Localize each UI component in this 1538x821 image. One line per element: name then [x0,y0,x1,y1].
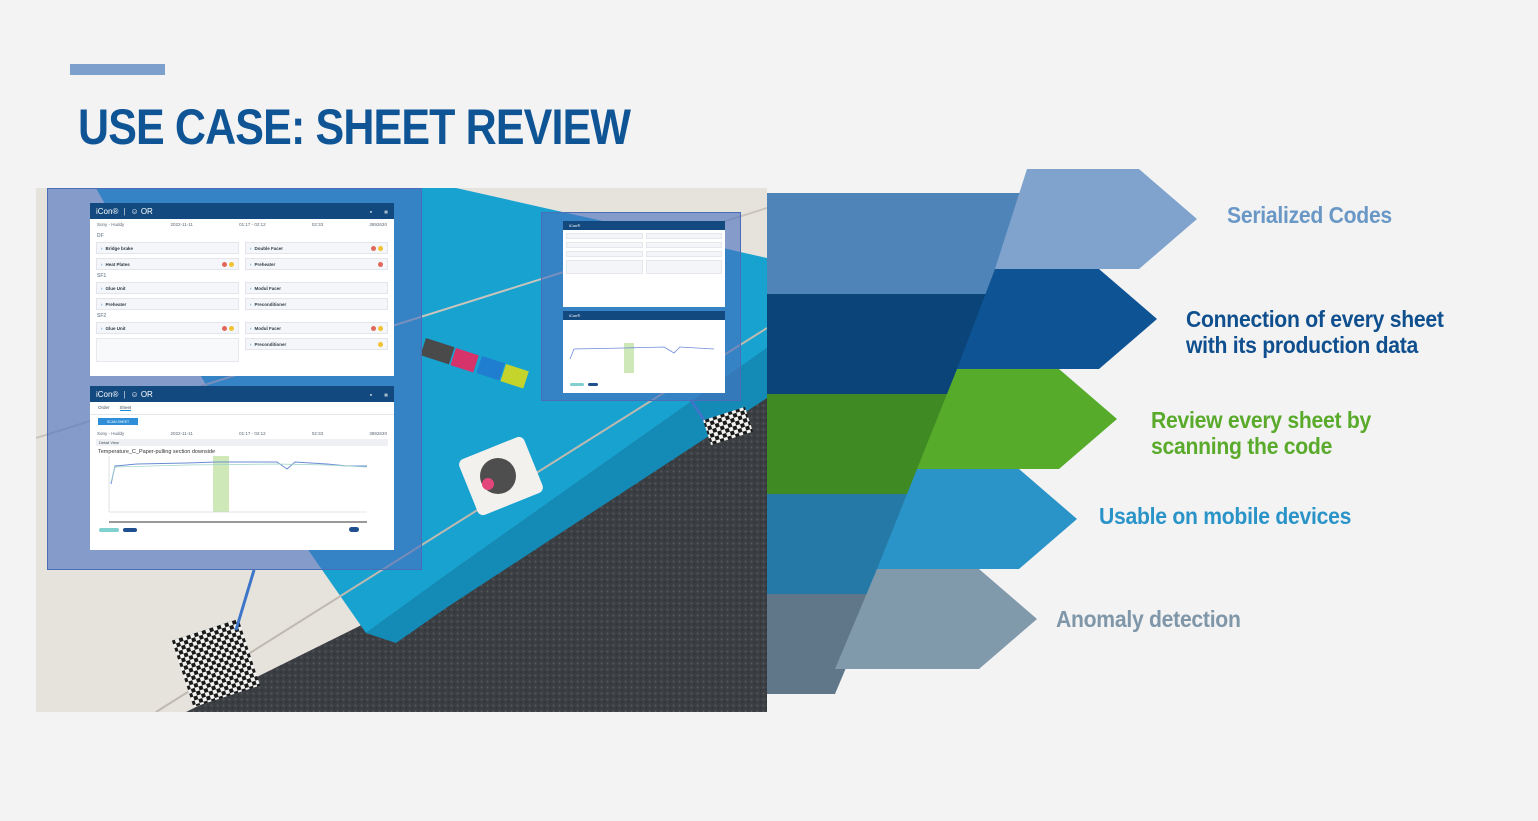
feature-label-serialized-codes: Serialized Codes [1227,202,1392,228]
feature-label-mobile: Usable on mobile devices [1099,503,1352,529]
section-df: DF [97,233,104,239]
machine-card[interactable]: ›Double Facer [245,242,388,254]
machine-card[interactable]: ›Modul Facer [245,282,388,294]
arrow-serialized [995,169,1197,269]
feature-label-review: Review every sheet by scanning the code [1151,407,1372,459]
app-header: iCon® |☺ OR ●▦ [90,203,394,219]
feature-label-anomaly: Anomaly detection [1056,606,1241,632]
series-line [110,461,367,485]
feature-label-connection: Connection of every sheet with its produ… [1186,306,1444,358]
title-accent-bar [70,64,165,75]
machine-card[interactable]: ›Heat Plates [96,258,239,270]
legend-chip[interactable] [123,528,137,532]
detail-view-label: Detail View [96,439,388,446]
detail-tabs: Order Sheet [90,402,394,415]
arrow-review [917,369,1117,469]
page-title: USE CASE: SHEET REVIEW [78,99,631,155]
machine-card[interactable]: ›Preconditioner [245,298,388,310]
mobile-line-chart [569,343,715,386]
band-anomaly [767,594,877,694]
temperature-line-chart [99,456,368,532]
machine-card[interactable] [566,260,643,274]
arrow-anomaly [835,569,1037,669]
machine-list-screenshot: iCon® |☺ OR ●▦ Sony - Huddy 2022-11-11 0… [90,203,394,376]
section-sf2: SF2 [97,313,107,319]
order-meta-row: Sony - Huddy 2022-11-11 01:17 - 02:12 02… [97,222,387,227]
app-header: iCon® [563,311,725,320]
machine-card[interactable]: ›Bridge brake [96,242,239,254]
app-brand: iCon® [96,206,119,216]
toggle-switch[interactable] [349,527,359,532]
legend-chip[interactable] [99,528,119,532]
machine-card[interactable] [645,260,722,274]
machine-card[interactable] [645,233,722,239]
band-connection [767,294,995,394]
machine-card[interactable]: ›Preheater [245,258,388,270]
glue-unit-detail-table [96,338,239,362]
band-review [767,394,957,494]
user-icon: ☺ OR [130,206,153,216]
section-sf1: SF1 [97,273,107,279]
machine-card[interactable] [566,242,643,248]
tab-order[interactable]: Order [98,405,110,410]
mobile-chart-view: iCon® [563,311,725,393]
feature-arrows [767,169,1197,694]
machine-card[interactable]: ›Preconditioner [245,338,388,350]
machine-card[interactable] [566,233,643,239]
machine-card[interactable] [645,242,722,248]
chart-title: Temperature_C_Paper-pulling section down… [98,449,216,455]
arrow-connection [957,269,1157,369]
mobile-machine-list: iCon® [563,221,725,307]
account-icon: ● [369,391,373,397]
user-icon: ☺ OR [130,389,153,399]
machine-card[interactable]: ›Modul Facer [245,322,388,334]
machine-card[interactable]: ›Preheater [96,298,239,310]
apps-grid-icon: ▦ [384,391,388,397]
sheet-detail-screenshot: iCon® |☺ OR ●▦ Order Sheet SCAN SHEET So… [90,386,394,550]
sheet-photo: iCon® |☺ OR ●▦ Sony - Huddy 2022-11-11 0… [36,188,767,712]
band-serialized [767,193,1027,294]
machine-card[interactable]: ›Glue Unit [96,282,239,294]
app-header: iCon® |☺ OR ●▦ [90,386,394,402]
highlight-region [213,456,229,512]
machine-card[interactable]: ›Glue Unit [96,322,239,334]
apps-grid-icon: ▦ [384,208,388,214]
machine-card[interactable] [645,251,722,257]
series-line-secondary [110,463,368,483]
account-icon: ● [369,208,373,214]
app-header: iCon® [563,221,725,230]
tab-sheet[interactable]: Sheet [119,405,132,411]
scan-sheet-button[interactable]: SCAN SHEET [98,418,138,425]
arrow-mobile [877,469,1077,569]
machine-card[interactable] [566,251,643,257]
sheet-meta-row: Sony - Huddy 2022-11-11 01:17 - 02:12 02… [97,431,387,436]
